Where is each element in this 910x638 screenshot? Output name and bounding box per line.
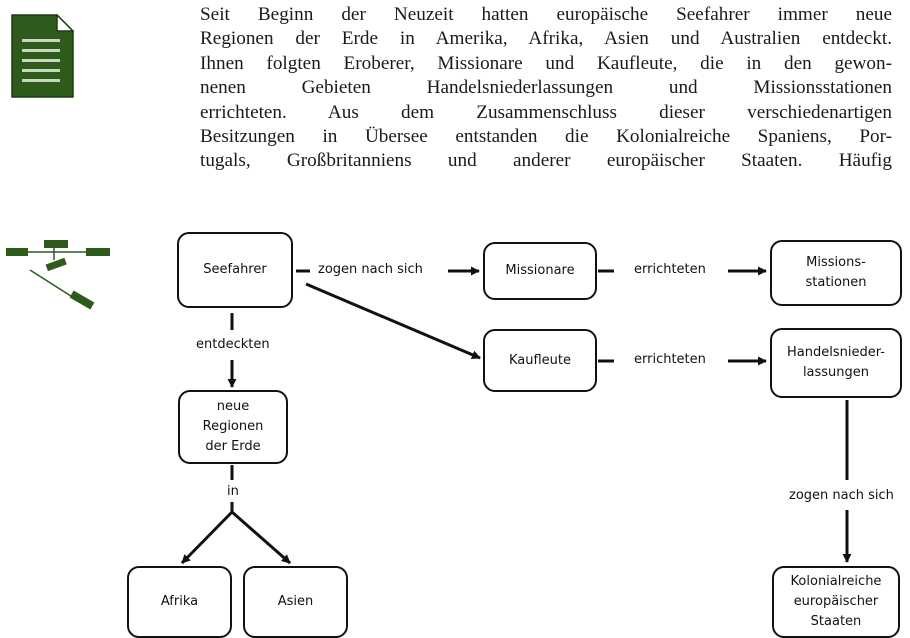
document-icon [11, 14, 74, 98]
text-line: tugals, Großbritanniens und anderer euro… [200, 150, 892, 172]
node-label: Seefahrer [203, 262, 267, 277]
node-handelsniederlassungen: Handelsnieder- lassungen [770, 328, 902, 398]
edge-label-entdeckten: entdeckten [196, 337, 270, 353]
node-kolonialreiche: Kolonialreiche europäischer Staaten [772, 566, 900, 638]
text-line: Besitzungen in Übersee entstanden die Ko… [200, 126, 892, 148]
node-kaufleute: Kaufleute [483, 329, 597, 392]
node-label: Asien [277, 594, 314, 609]
node-seefahrer: Seefahrer [177, 232, 293, 308]
node-label: Kaufleute [508, 352, 572, 368]
edge-label-errichteten-2: errichteten [634, 352, 706, 368]
edge-in-asien [231, 510, 291, 565]
node-label: neue Regionen der Erde [202, 399, 264, 454]
node-label: Afrika [160, 594, 199, 609]
edge-label-zogen-nach-sich-2: zogen nach sich [789, 488, 894, 504]
body-text: Seit Beginn der Neuzeit hatten europäisc… [200, 3, 892, 174]
node-label: Kolonialreiche europäischer Staaten [790, 574, 882, 629]
text-line: Seit Beginn der Neuzeit hatten europäisc… [200, 4, 892, 25]
concept-map-icon [6, 240, 110, 310]
text-line: Ihnen folgten Eroberer, Missionare und K… [200, 52, 892, 74]
node-asien: Asien [243, 566, 348, 638]
node-missionsstationen: Missions- stationen [770, 240, 902, 306]
edge-label-in: in [227, 484, 239, 500]
edge-in-afrika [180, 510, 234, 565]
text-line: Regionen der Erde in Amerika, Afrika, As… [200, 28, 892, 50]
node-label: Missions- stationen [805, 255, 867, 290]
edge-label-errichteten-1: errichteten [634, 262, 706, 278]
node-neue-regionen: neue Regionen der Erde [178, 390, 288, 464]
node-label: Handelsnieder- lassungen [787, 345, 885, 380]
edge-label-zogen-nach-sich-1: zogen nach sich [318, 262, 423, 278]
node-label: Missionare [505, 263, 575, 278]
edge-seefahrer-kaufleute [305, 282, 481, 360]
text-line: errichteten. Aus dem Zusammenschluss die… [200, 101, 892, 123]
node-missionare: Missionare [483, 242, 597, 300]
text-line: nenen Gebieten Handelsniederlassungen un… [200, 77, 892, 99]
node-afrika: Afrika [127, 566, 232, 638]
